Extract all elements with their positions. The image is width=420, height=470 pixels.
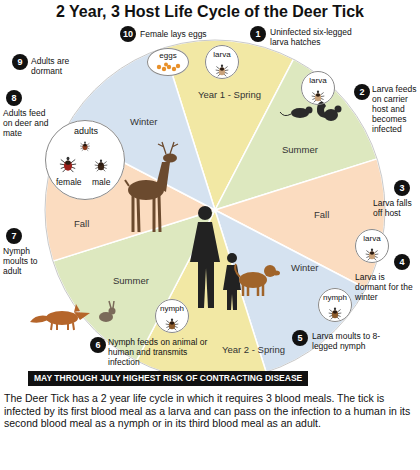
step-description: Adults feed on deer and mate [3,108,51,138]
stage-circle: larva [205,45,239,79]
sex-label: female [56,177,82,187]
stage-name: adults [74,126,98,136]
step-description: Larva moults to 8-legged nymph [312,331,384,351]
season-label: Year 2 - Spring [222,344,285,356]
callout-number: 7 [6,228,22,244]
step-description: Larva feeds on carrier host and becomes … [372,84,418,134]
risk-banner: MAY THROUGH JULY HIGHEST RISK OF CONTRAC… [28,371,308,386]
stage-circle: nymph [155,299,189,333]
step-description: Adults are dormant [31,56,87,76]
step-description: Female lays eggs [140,29,220,39]
banner-text: MAY THROUGH JULY HIGHEST RISK OF CONTRAC… [34,373,302,384]
sex-label: male [92,177,110,187]
season-label: Winter [130,116,157,128]
callout-number: 5 [292,330,308,346]
callout-number: 8 [6,90,22,106]
step-description: Nymph moults to adult [3,246,51,276]
season-label: Summer [113,275,149,287]
callout-number: 9 [12,54,28,70]
callout-number: 1 [250,26,266,42]
season-label: Fall [314,209,329,221]
season-label: Summer [282,144,318,156]
step-description: Uninfected six-legged larva hatches [270,27,352,47]
adult-tick-circle: adults female male [45,120,125,200]
stage-circle: larva [301,71,335,105]
season-label: Fall [74,218,89,230]
stage-name: nymph [156,304,188,314]
stage-circle: nymph [318,288,352,322]
caption: The Deer Tick has a 2 year life cycle in… [4,392,416,430]
stage-name: larva [356,234,388,244]
season-label: Year 1 - Spring [198,89,261,101]
stage-name: larva [206,50,238,60]
step-description: Larva is dormant for the winter [355,272,417,302]
season-label: Winter [291,262,318,274]
stage-name: nymph [319,293,351,303]
callout-number: 3 [394,180,410,196]
diagram-title: 2 Year, 3 Host Life Cycle of the Deer Ti… [0,2,420,21]
step-description: Larva falls off host [373,198,418,218]
callout-number: 10 [120,26,136,42]
callout-number: 6 [90,337,106,353]
callout-number: 2 [354,84,370,100]
stage-name: eggs [148,51,188,61]
stage-name: larva [302,76,334,86]
step-description: Nymph feeds on animal or human and trans… [108,337,216,367]
stage-circle: larva [355,229,389,263]
egg-oval: eggs [147,48,189,76]
callout-number: 4 [394,254,410,270]
